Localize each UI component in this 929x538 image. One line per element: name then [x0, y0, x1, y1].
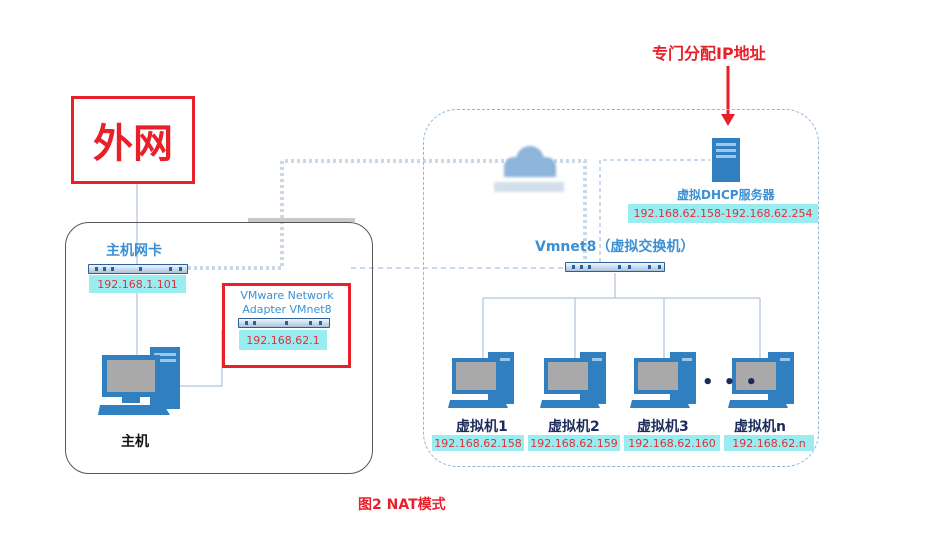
adapter-name-line1: VMware Network	[240, 289, 334, 302]
internet-box: 外网	[71, 96, 195, 184]
dhcp-title: 虚拟DHCP服务器	[677, 188, 775, 202]
host-nic-title: 主机网卡	[106, 243, 162, 259]
dhcp-range: 192.168.62.158-192.168.62.254	[628, 204, 818, 223]
internet-label: 外网	[93, 121, 173, 167]
vmn-label: 虚拟机n	[734, 419, 786, 435]
host-nic-device	[88, 264, 188, 274]
vmn-ip: 192.168.62.n	[724, 435, 814, 451]
vm2-label: 虚拟机2	[548, 419, 600, 435]
vm3-computer-icon	[630, 352, 696, 408]
vmn-computer-icon	[728, 352, 794, 408]
vm1-computer-icon	[448, 352, 514, 408]
dhcp-note: 专门分配IP地址	[652, 44, 766, 63]
nat-path-right	[548, 159, 587, 262]
dhcp-server-icon	[712, 138, 740, 182]
adapter-name-line2: Adapter VMnet8	[242, 303, 332, 316]
vm2-ip: 192.168.62.159	[528, 435, 620, 451]
vmnet8-switch-device	[565, 262, 665, 272]
vm3-ip: 192.168.62.160	[624, 435, 720, 451]
vmnet8-adapter-box	[222, 283, 351, 368]
host-nic-ip: 192.168.1.101	[89, 275, 186, 293]
vm1-ip: 192.168.62.158	[432, 435, 524, 451]
host-label: 主机	[121, 434, 149, 450]
adapter-device	[238, 318, 330, 328]
virtual-network-region	[423, 109, 819, 467]
adapter-ip: 192.168.62.1	[239, 330, 327, 350]
dhcp-to-switch-link	[599, 159, 710, 262]
vm1-label: 虚拟机1	[456, 419, 508, 435]
figure-caption: 图2 NAT模式	[358, 497, 446, 513]
nat-service-icon	[494, 146, 564, 192]
vmnet8-switch-title: Vmnet8（虚拟交换机）	[535, 239, 695, 255]
host-container	[65, 222, 373, 474]
nat-path-upper	[188, 159, 520, 270]
vm3-label: 虚拟机3	[637, 419, 689, 435]
red-arrow	[721, 114, 735, 126]
host-computer-icon	[98, 347, 180, 415]
vm2-computer-icon	[540, 352, 606, 408]
vm-ellipsis: • • •	[702, 372, 760, 393]
